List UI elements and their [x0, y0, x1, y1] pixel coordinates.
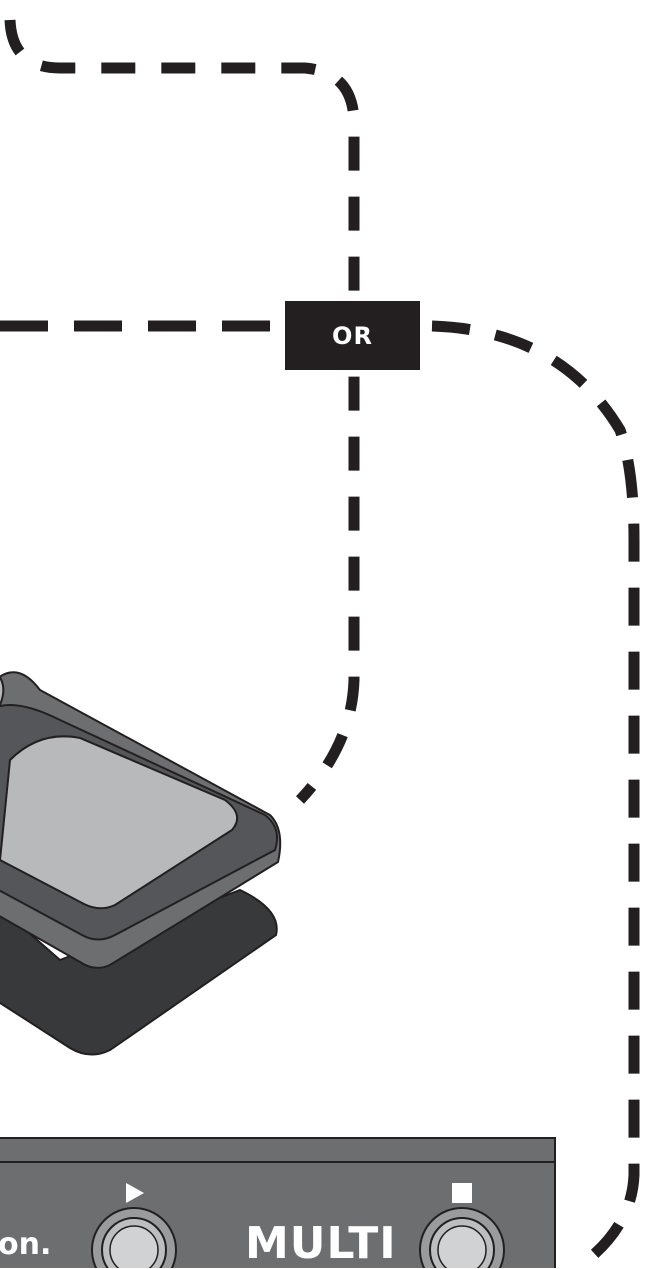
pedal-tread [0, 735, 239, 910]
footswitch-right[interactable] [419, 1207, 505, 1268]
pedal-hinge [0, 675, 5, 706]
or-label: OR [285, 301, 420, 370]
multi-label: MULTI [245, 1218, 397, 1269]
stop-icon [452, 1183, 472, 1203]
brand-logo-fragment: on. [0, 1227, 52, 1262]
pedal-base [0, 888, 278, 1056]
footswitch-unit-top-edge [0, 1137, 556, 1165]
expression-pedal [0, 671, 282, 1056]
dashed-cable-to-pedal [4, 19, 360, 804]
footswitch-unit [0, 1137, 556, 1268]
play-icon [126, 1183, 144, 1203]
footswitch-left[interactable] [91, 1207, 177, 1268]
dashed-cable-to-footswitch [431, 320, 640, 1267]
